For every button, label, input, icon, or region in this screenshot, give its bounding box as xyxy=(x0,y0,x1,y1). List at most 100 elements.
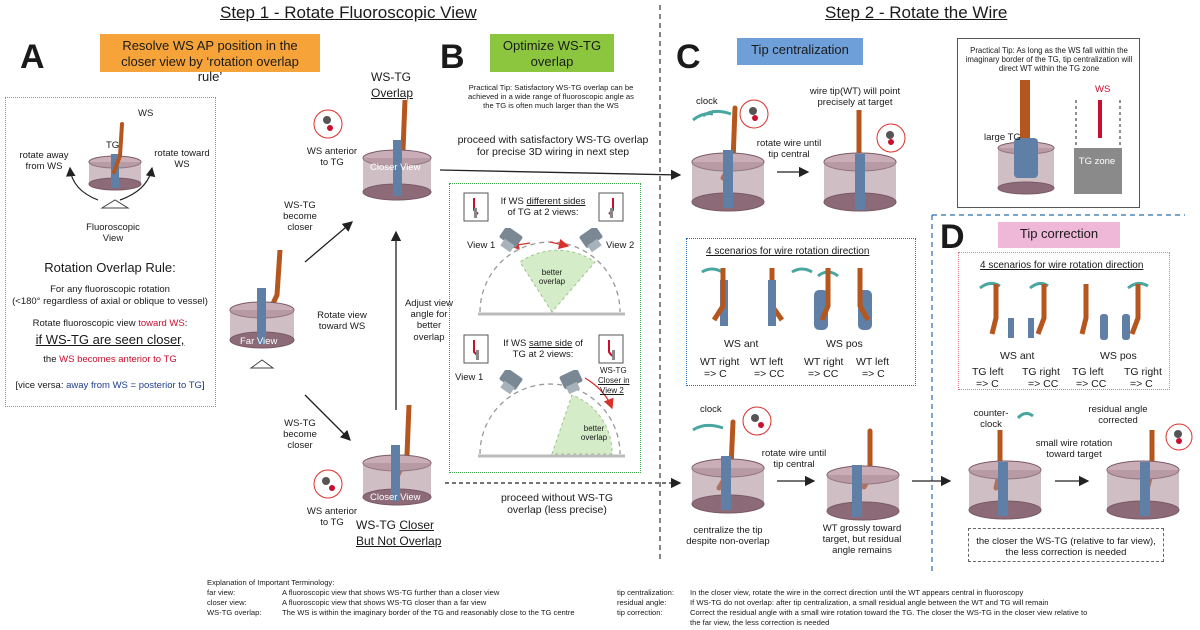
become-closer-bottom: WS-TG become closer xyxy=(283,418,317,452)
xray-head-3 xyxy=(499,370,523,395)
glossary-right-def-2: Correct the residual angle with a small … xyxy=(690,608,1088,617)
glossary-left-term-2: WS-TG overlap: xyxy=(207,608,262,617)
d-scenarios-title: 4 scenarios for wire rotation direction xyxy=(980,260,1144,271)
view1-screen-same xyxy=(463,334,489,364)
target-icon-top xyxy=(313,109,343,139)
d-to-c-2: => C xyxy=(1130,378,1153,390)
panel-a-letter: A xyxy=(20,38,45,76)
glossary-left-def-1: A fluoroscopic view that shows WS-TG clo… xyxy=(282,598,487,607)
d-cylinder-1 xyxy=(968,430,1042,520)
tg-zone-label: TG zone xyxy=(1078,156,1116,167)
rule-line-1: For any fluoroscopic rotation xyxy=(50,284,170,295)
target-icon-c1 xyxy=(739,99,769,129)
d-ws-pos: WS pos xyxy=(1100,350,1137,362)
panel-d-label: Tip correction xyxy=(998,222,1120,248)
c-scenario-wires xyxy=(701,267,872,330)
c-wt-left-2: WT left xyxy=(856,356,890,368)
glossary-right-term-0: tip centralization: xyxy=(617,588,674,597)
d-scenario-wires xyxy=(979,281,1149,340)
c-wt-left-1: WT left xyxy=(750,356,784,368)
counter-clock-label: counter-clock xyxy=(973,408,1009,431)
rule-line-3: Rotate fluoroscopic view toward WS: xyxy=(32,318,188,329)
rule-big: if WS-TG are seen closer, xyxy=(35,332,185,347)
c-cylinder-1 xyxy=(691,105,765,212)
panel-c-label: Tip centralization xyxy=(737,38,863,65)
proceed-without: proceed without WS-TG overlap (less prec… xyxy=(500,492,614,517)
step2-title: Step 2 - Rotate the Wire xyxy=(825,3,1008,22)
panel-b-letter: B xyxy=(440,38,465,76)
glossary-right-def-3: the far view, the less correction is nee… xyxy=(690,618,830,627)
xray-head-2 xyxy=(579,228,603,253)
c-ws-pos: WS pos xyxy=(826,338,863,350)
ws-anterior-top: WS anterior to TG xyxy=(306,146,358,169)
view1-label-diff: View 1 xyxy=(467,240,496,251)
glossary-left-def-2: The WS is within the imaginary border of… xyxy=(282,608,575,617)
clock-label-bottom: clock xyxy=(700,404,722,415)
target-icon-c3 xyxy=(742,406,772,436)
view2-label-diff: View 2 xyxy=(606,240,635,251)
d-cylinder-2 xyxy=(1106,430,1180,520)
panel-b-label: Optimize WS-TG overlap xyxy=(490,34,614,72)
closer-v2-b: Closer in xyxy=(598,376,630,385)
closer-title-2: But Not Overlap xyxy=(356,534,442,548)
closer-title-1: WS-TG Closer xyxy=(356,518,435,532)
tip-ws-label: WS xyxy=(1095,84,1111,95)
closer-view-label-bottom: Closer View xyxy=(370,492,421,503)
rotate-until-bottom: rotate wire until tip central xyxy=(761,448,827,471)
c-ws-ant: WS ant xyxy=(724,338,759,350)
closer-view-no-overlap-cylinder xyxy=(362,405,432,506)
better-overlap-1: better overlap xyxy=(538,268,566,287)
ws-label: WS xyxy=(138,108,154,119)
tg-label: TG xyxy=(106,140,120,151)
tg-zone-figure xyxy=(997,80,1122,195)
c-cylinder-2 xyxy=(823,110,897,212)
closer-view-label-top: Closer View xyxy=(370,162,421,173)
target-icon-d xyxy=(1165,423,1193,451)
rule-title: Rotation Overlap Rule: xyxy=(44,260,176,275)
target-icon-c2 xyxy=(876,123,906,153)
rotate-toward-label: rotate toward WS xyxy=(154,148,210,171)
d-ws-ant: WS ant xyxy=(1000,350,1035,362)
closer-v2-a: WS-TG xyxy=(600,366,627,375)
ws-anterior-bottom: WS anterior to TG xyxy=(306,506,358,529)
xray-head-4 xyxy=(559,370,583,395)
far-view-cylinder xyxy=(229,250,295,369)
closer-v2-c: View 2 xyxy=(600,386,624,395)
large-tg-label: large TG xyxy=(984,132,1021,143)
c-to-c-2: => C xyxy=(862,368,885,380)
centralize-label: centralize the tip despite non-overlap xyxy=(686,525,770,548)
view2-screen-same xyxy=(598,334,624,364)
glossary-left-def-0: A fluoroscopic view that shows WS-TG fur… xyxy=(282,588,500,597)
panel-d-letter: D xyxy=(940,218,965,256)
residual-corrected-label: residual angle corrected xyxy=(1088,404,1148,427)
c-to-c-1: => C xyxy=(704,368,727,380)
d-to-cc-2: => CC xyxy=(1076,378,1107,390)
rotate-view-label: Rotate view toward WS xyxy=(317,310,367,333)
proceed-overlap: proceed with satisfactory WS-TG overlap … xyxy=(457,134,649,159)
c-to-cc-2: => CC xyxy=(808,368,839,380)
closer-note-box xyxy=(968,528,1164,562)
d-to-c-1: => C xyxy=(976,378,999,390)
panel-a-cylinder xyxy=(88,122,142,209)
overlap-title-2: Overlap xyxy=(371,86,414,100)
adjust-label: Adjust view angle for better overlap xyxy=(404,298,454,343)
glossary-title: Explanation of Important Terminology: xyxy=(207,578,335,587)
target-icon-bottom xyxy=(313,469,343,499)
become-closer-top: WS-TG become closer xyxy=(283,200,317,234)
panel-b-tip: Practical Tip: Satisfactory WS-TG overla… xyxy=(468,83,634,110)
far-view-label: Far View xyxy=(240,336,278,347)
view2-screen-diff xyxy=(598,192,624,222)
small-rotation-label: small wire rotation toward target xyxy=(1035,438,1113,461)
rotate-away-label: rotate away from WS xyxy=(19,150,69,173)
grossly-label: WT grossly toward target, but residual a… xyxy=(822,523,902,557)
panel-c-letter: C xyxy=(676,38,701,76)
rule-line-2: (<180° regardless of axial or oblique to… xyxy=(12,296,208,307)
rotation-rule-box xyxy=(5,97,216,407)
closer-note: the closer the WS-TG (relative to far vi… xyxy=(976,536,1156,559)
glossary-left-term-1: closer view: xyxy=(207,598,247,607)
step1-title: Step 1 - Rotate Fluoroscopic View xyxy=(220,3,477,22)
optimize-box xyxy=(449,183,641,473)
